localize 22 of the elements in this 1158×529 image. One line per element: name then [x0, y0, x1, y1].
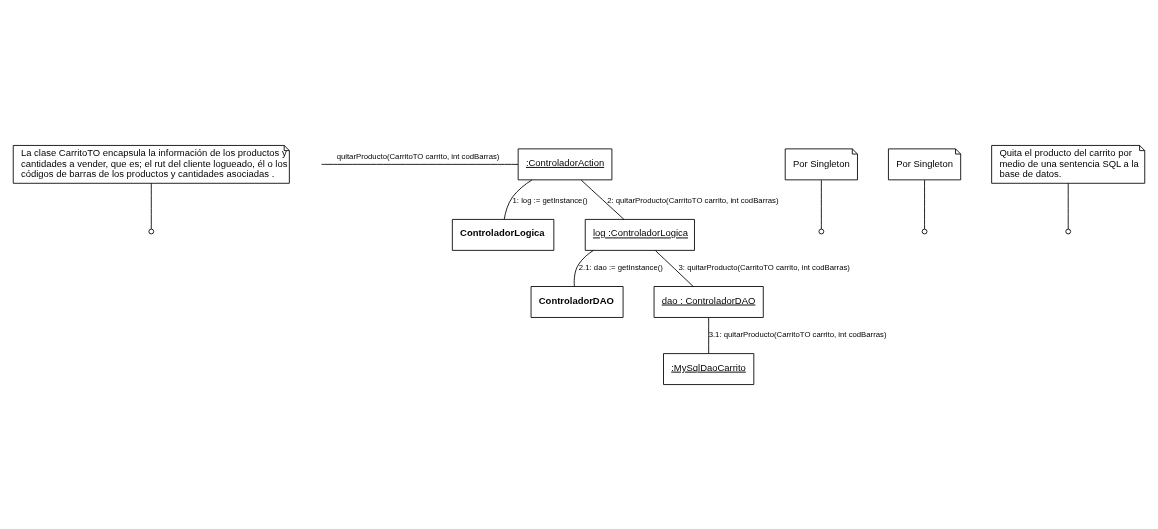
node-box: ControladorDAO [530, 285, 624, 318]
node-box: ControladorLogica [451, 218, 555, 251]
node-box: dao : ControladorDAO [653, 285, 764, 318]
edge-label: 2.1: dao := getInstance() [578, 262, 663, 272]
connector [321, 163, 519, 165]
edge-label: 3.1: quitarProducto(CarritoTO carrito, int codBarras) [708, 329, 887, 339]
edge-label: 3: quitarProducto(CarritoTO carrito, int codBarras) [678, 262, 850, 272]
edge-label: quitarProducto(CarritoTO carrito, int codBarras) [336, 151, 500, 161]
connector [503, 179, 533, 220]
edge-label: 1: log := getInstance() [512, 195, 588, 205]
node-box: :ControladorAction [517, 147, 613, 180]
node-box: :MySqlDaoCarrito [663, 352, 755, 385]
edge-label: 2: quitarProducto(CarritoTO carrito, int codBarras) [607, 195, 779, 205]
node-box: log :ControladorLogica [584, 218, 695, 251]
connector [708, 316, 710, 354]
connector [820, 179, 822, 229]
connector [150, 182, 152, 229]
connector [1067, 182, 1069, 229]
connector [580, 179, 625, 220]
connector [573, 249, 594, 287]
connector [924, 179, 925, 229]
connector [655, 249, 694, 287]
